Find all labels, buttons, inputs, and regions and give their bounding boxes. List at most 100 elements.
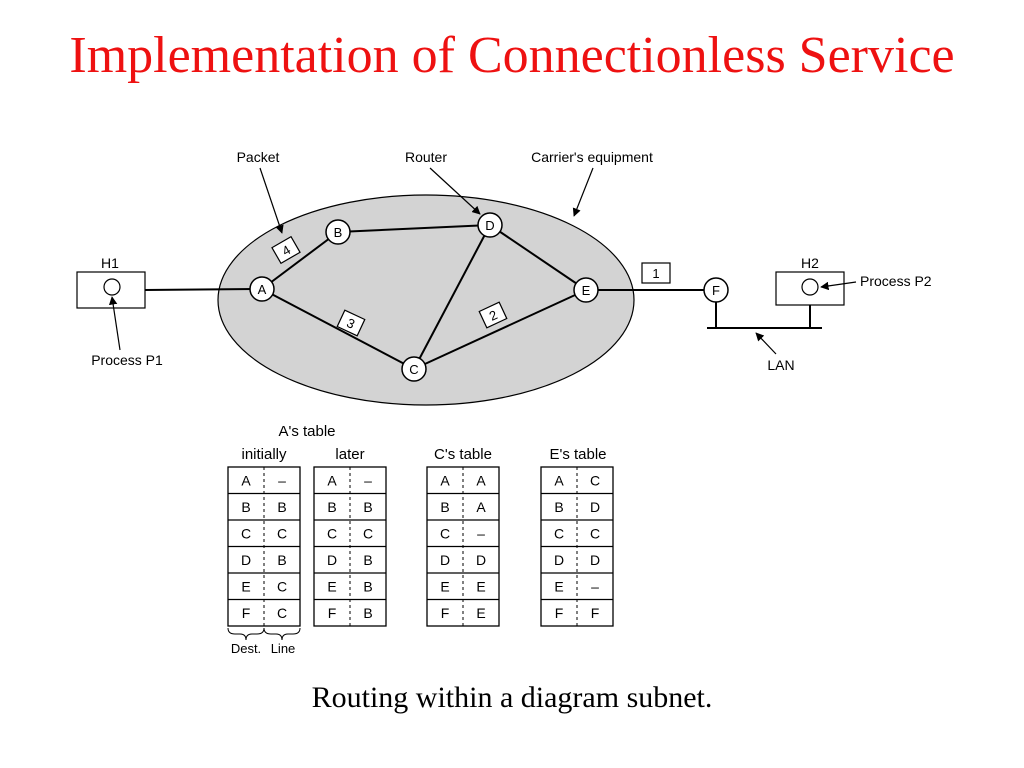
callout-process-p1: Process P1 <box>91 352 163 368</box>
table-line-cell: E <box>476 578 485 594</box>
callout-process-p1-arrow <box>108 296 121 351</box>
router-c-label: C <box>409 362 418 377</box>
callout-router-arrow <box>429 167 481 215</box>
link-d-c <box>413 224 491 370</box>
table-line-cell: C <box>277 525 287 541</box>
packet-1: 1 <box>641 262 671 284</box>
router-b-label: B <box>334 225 343 240</box>
link-a-b <box>261 231 339 290</box>
process-p1-circle <box>103 278 121 296</box>
table-dest-cell: F <box>242 605 251 621</box>
router-f-label: F <box>712 283 720 298</box>
table-line-cell: C <box>363 525 373 541</box>
table-dest-cell: E <box>241 578 250 594</box>
callout-process-p2: Process P2 <box>860 273 932 289</box>
dest-brace <box>227 627 265 641</box>
carrier-equipment-ellipse <box>217 194 635 406</box>
link-d-e <box>489 224 587 291</box>
table-dest-cell: A <box>241 472 251 488</box>
table-dest-cell: F <box>328 605 337 621</box>
table-dest-cell: B <box>554 499 563 515</box>
table-line-cell: B <box>277 552 286 568</box>
table-dest-cell: F <box>555 605 564 621</box>
line-label: Line <box>271 641 296 656</box>
callout-carrier: Carrier's equipment <box>531 149 653 165</box>
router-b: B <box>325 219 351 245</box>
table-line-cell: – <box>278 472 286 488</box>
table-dest-cell: B <box>241 499 250 515</box>
table-dest-cell: C <box>554 525 564 541</box>
table-line-cell: E <box>476 605 485 621</box>
router-e: E <box>573 277 599 303</box>
link-c-e <box>413 289 587 370</box>
process-p2-circle <box>801 278 819 296</box>
table-dest-cell: D <box>440 552 450 568</box>
line-brace <box>263 627 301 641</box>
host-h1-label: H1 <box>101 255 119 271</box>
a-table-heading: A's table <box>278 423 335 440</box>
router-a: A <box>249 276 275 302</box>
router-d: D <box>477 212 503 238</box>
table-dest-cell: A <box>440 472 450 488</box>
table-dest-cell: F <box>441 605 450 621</box>
table-dest-cell: B <box>440 499 449 515</box>
slide-caption: Routing within a diagram subnet. <box>311 681 713 714</box>
packet-4: 4 <box>271 235 301 265</box>
callout-packet-arrow <box>259 167 284 234</box>
callout-carrier-arrow <box>572 167 594 217</box>
router-d-label: D <box>485 218 494 233</box>
link-a-c <box>261 288 415 370</box>
table-line-cell: B <box>363 499 372 515</box>
c-table-label: C's table <box>434 446 492 463</box>
table-line-cell: A <box>476 499 486 515</box>
table-dest-cell: D <box>241 552 251 568</box>
table-dest-cell: C <box>241 525 251 541</box>
callout-lan-arrow <box>755 332 777 355</box>
table-line-cell: – <box>364 472 372 488</box>
a-later-label: later <box>335 446 364 463</box>
table-line-cell: B <box>363 578 372 594</box>
table-line-cell: C <box>590 525 600 541</box>
table-dest-cell: C <box>327 525 337 541</box>
table-line-cell: F <box>591 605 600 621</box>
callout-packet: Packet <box>237 149 280 165</box>
router-f: F <box>703 277 729 303</box>
callout-router: Router <box>405 149 447 165</box>
packet-2: 2 <box>478 301 508 329</box>
callout-lan: LAN <box>767 357 794 373</box>
table-dest-cell: B <box>327 499 336 515</box>
subnet-links <box>261 224 587 370</box>
router-a-label: A <box>258 282 267 297</box>
table-line-cell: – <box>591 578 599 594</box>
table-line-cell: B <box>277 499 286 515</box>
callout-process-p2-arrow <box>820 281 857 291</box>
table-line-cell: C <box>277 605 287 621</box>
dest-label: Dest. <box>231 641 261 656</box>
a-initially-label: initially <box>241 446 287 463</box>
host-h1: H1 <box>76 255 146 309</box>
link-b-d <box>337 224 491 233</box>
host-h2-label: H2 <box>801 255 819 271</box>
table-dest-cell: E <box>554 578 563 594</box>
e-table-label: E's table <box>549 446 606 463</box>
router-c: C <box>401 356 427 382</box>
link-h1-a <box>144 288 263 291</box>
table-dest-cell: A <box>327 472 337 488</box>
table-line-cell: B <box>363 552 372 568</box>
packet-3: 3 <box>336 309 366 337</box>
table-dest-cell: C <box>440 525 450 541</box>
table-line-cell: D <box>590 499 600 515</box>
table-line-cell: B <box>363 605 372 621</box>
table-line-cell: – <box>477 525 485 541</box>
slide-title: Implementation of Connectionless Service <box>69 27 955 84</box>
table-dest-cell: E <box>327 578 336 594</box>
table-dest-cell: A <box>554 472 564 488</box>
table-line-cell: D <box>476 552 486 568</box>
table-dest-cell: D <box>554 552 564 568</box>
